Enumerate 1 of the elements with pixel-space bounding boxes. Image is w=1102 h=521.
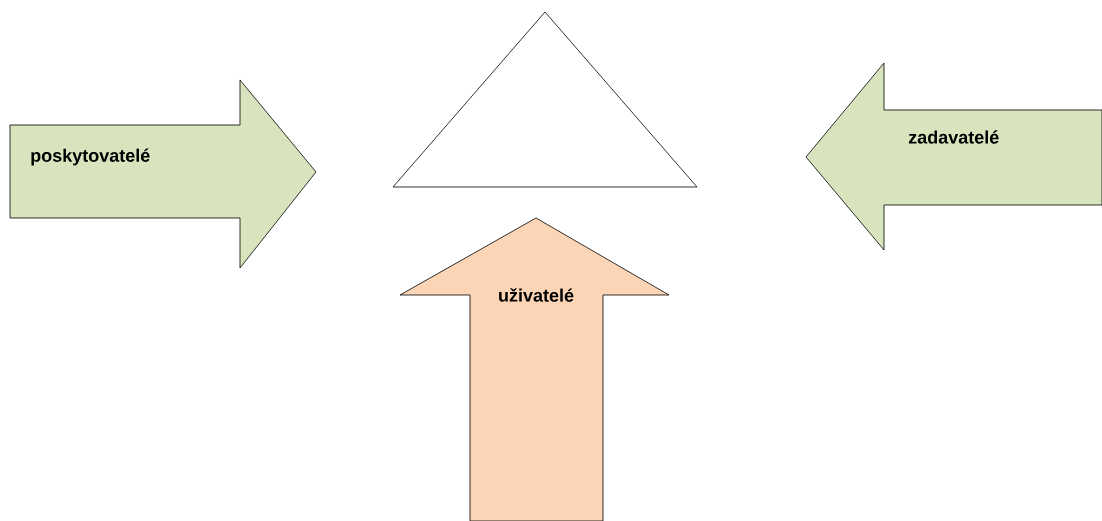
triangle [392, 11, 698, 188]
